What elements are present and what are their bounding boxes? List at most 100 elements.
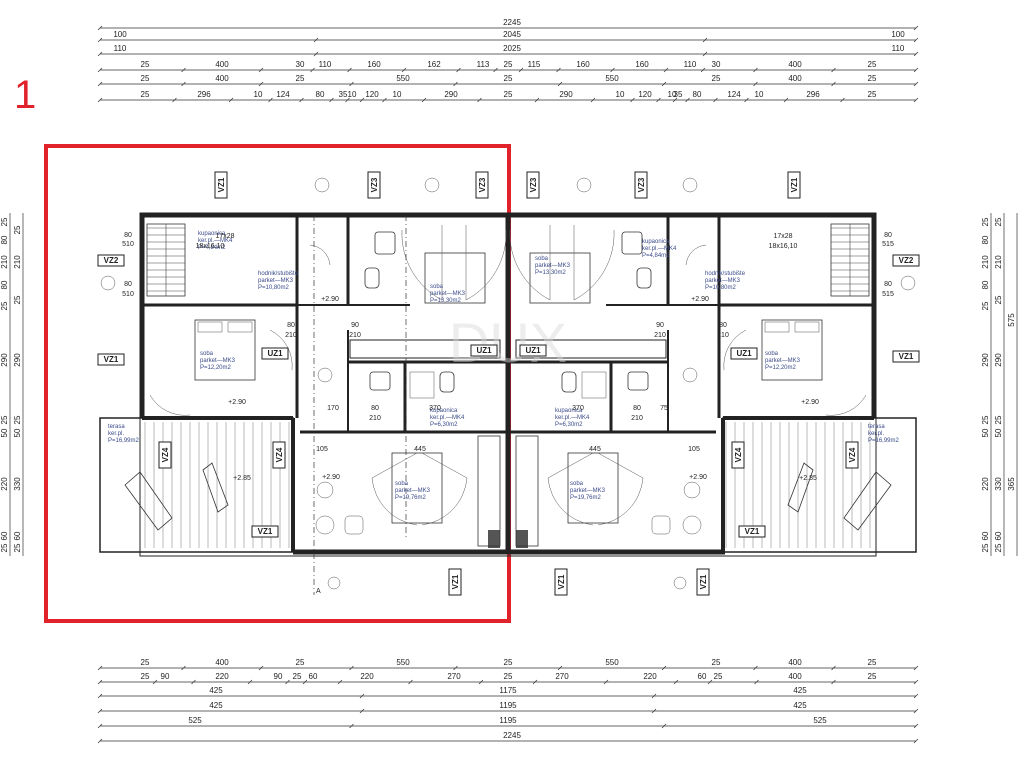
dimension-label: 115 <box>528 60 541 69</box>
dimension-label: 110 <box>114 44 127 53</box>
dimension-label: 25 <box>712 658 721 667</box>
dimension-label: 35 <box>339 90 348 99</box>
door-swings <box>149 225 867 526</box>
room-label: P=12,20m2 <box>200 365 232 371</box>
window-tag: VZ3 <box>637 177 646 192</box>
dimension-label: 25 <box>0 415 9 424</box>
dimension-annotation: +2.90 <box>322 474 340 481</box>
dimension-annotation: 75 <box>660 405 668 412</box>
dimension-label: 80 <box>316 90 325 99</box>
dimension-annotation: 515 <box>882 291 894 298</box>
staircase-left <box>146 223 186 297</box>
dimension-label: 160 <box>635 60 649 69</box>
dimension-annotation: 105 <box>316 446 328 453</box>
window-tag: UZ1 <box>736 349 752 358</box>
dimension-label: 25 <box>981 543 990 552</box>
sun-lounger-left <box>124 462 229 531</box>
window-tag: UZ1 <box>525 346 541 355</box>
room-label: kupaonica <box>642 239 670 245</box>
dimension-label: 50 <box>13 428 22 437</box>
dimension-label: 120 <box>365 90 379 99</box>
dimension-label: 25 <box>868 658 877 667</box>
building-walls <box>99 212 917 557</box>
room-label: terasa <box>868 424 885 430</box>
dimension-label: 220 <box>643 672 657 681</box>
dimension-label: 25 <box>868 90 877 99</box>
dimension-label: 220 <box>360 672 374 681</box>
right-dimension-chain: 2580210802529025502206025252102529025503… <box>981 213 1018 556</box>
room-label: P=16,99m2 <box>868 438 900 444</box>
dimension-annotation: 80 <box>884 232 892 239</box>
sink-icon <box>369 371 391 391</box>
dimension-annotation: 80 <box>287 322 295 329</box>
dimension-label: 210 <box>994 255 1003 269</box>
dimension-annotation: +2.90 <box>689 474 707 481</box>
room-label: P=10,80m2 <box>258 285 290 291</box>
dimension-label: 220 <box>981 477 990 491</box>
dimension-annotation: 80 <box>124 281 132 288</box>
window-tag: VZ1 <box>899 352 914 361</box>
dimension-label: 25 <box>296 74 305 83</box>
room-label: P=10,80m2 <box>705 285 737 291</box>
room-label: hodnik/stubište <box>258 271 299 277</box>
dimension-label: 60 <box>13 531 22 540</box>
dimension-label: 290 <box>559 90 573 99</box>
dimension-label: 25 <box>141 74 150 83</box>
dimension-label: 2025 <box>503 44 521 53</box>
dimension-label: 25 <box>293 672 302 681</box>
room-label: P=16,99m2 <box>108 438 140 444</box>
window-tag: VZ4 <box>848 447 857 462</box>
dimension-label: 1195 <box>499 701 517 710</box>
dimension-annotation: 515 <box>882 241 894 248</box>
room-label: soba <box>430 284 444 290</box>
dimension-label: 290 <box>994 353 1003 367</box>
dimension-label: 10 <box>755 90 764 99</box>
bathroom-fixtures <box>364 231 652 399</box>
room-label: P=19,76m2 <box>570 495 602 501</box>
dimension-label: 330 <box>13 477 22 491</box>
dimension-label: 25 <box>141 672 150 681</box>
dimension-label: 1195 <box>499 716 517 725</box>
dimension-label: 80 <box>693 90 702 99</box>
dimension-label: 124 <box>727 90 741 99</box>
dimension-label: 25 <box>504 90 513 99</box>
dimension-label: 25 <box>504 60 513 69</box>
dimension-annotation: 80 <box>124 232 132 239</box>
dimension-label: 290 <box>444 90 458 99</box>
dimension-label: 90 <box>274 672 283 681</box>
watermark: DUX <box>449 311 567 374</box>
dimension-label: 80 <box>981 280 990 289</box>
dimension-label: 10 <box>616 90 625 99</box>
window-tag: VZ1 <box>745 527 760 536</box>
room-label: P=13,30m2 <box>535 270 567 276</box>
dimension-label: 25 <box>504 658 513 667</box>
dimension-annotation: 210 <box>285 332 297 339</box>
dimension-annotation: 90 <box>351 322 359 329</box>
dimension-annotation: 370 <box>572 405 584 412</box>
room-label: ker.pl.—MK4 <box>430 415 465 421</box>
dimension-annotation: 210 <box>349 332 361 339</box>
dimension-label: 210 <box>13 255 22 269</box>
dimension-label: 25 <box>0 543 9 552</box>
room-label: P=19,76m2 <box>395 495 427 501</box>
dimension-label: 2245 <box>503 731 521 740</box>
window-tag: VZ4 <box>161 447 170 462</box>
dimension-label: 160 <box>367 60 381 69</box>
sink-icon <box>627 371 649 391</box>
dimension-annotation: 17x28 <box>215 233 234 240</box>
dimension-annotation: +2.90 <box>228 399 246 406</box>
room-label: soba <box>570 481 584 487</box>
window-tag: UZ1 <box>267 349 283 358</box>
window-tag: UZ1 <box>476 346 492 355</box>
room-label: parket—MK3 <box>395 488 431 494</box>
sink-icon <box>621 231 643 255</box>
room-label: ker.pl.—MK4 <box>642 246 677 252</box>
dimension-label: 25 <box>994 543 1003 552</box>
dimension-label: 220 <box>0 477 9 491</box>
furniture-circles <box>100 177 916 590</box>
dimension-label: 25 <box>141 658 150 667</box>
left-dimension-chain: 2580210802529025502206025252102529025503… <box>0 213 24 556</box>
dimension-label: 550 <box>396 658 410 667</box>
